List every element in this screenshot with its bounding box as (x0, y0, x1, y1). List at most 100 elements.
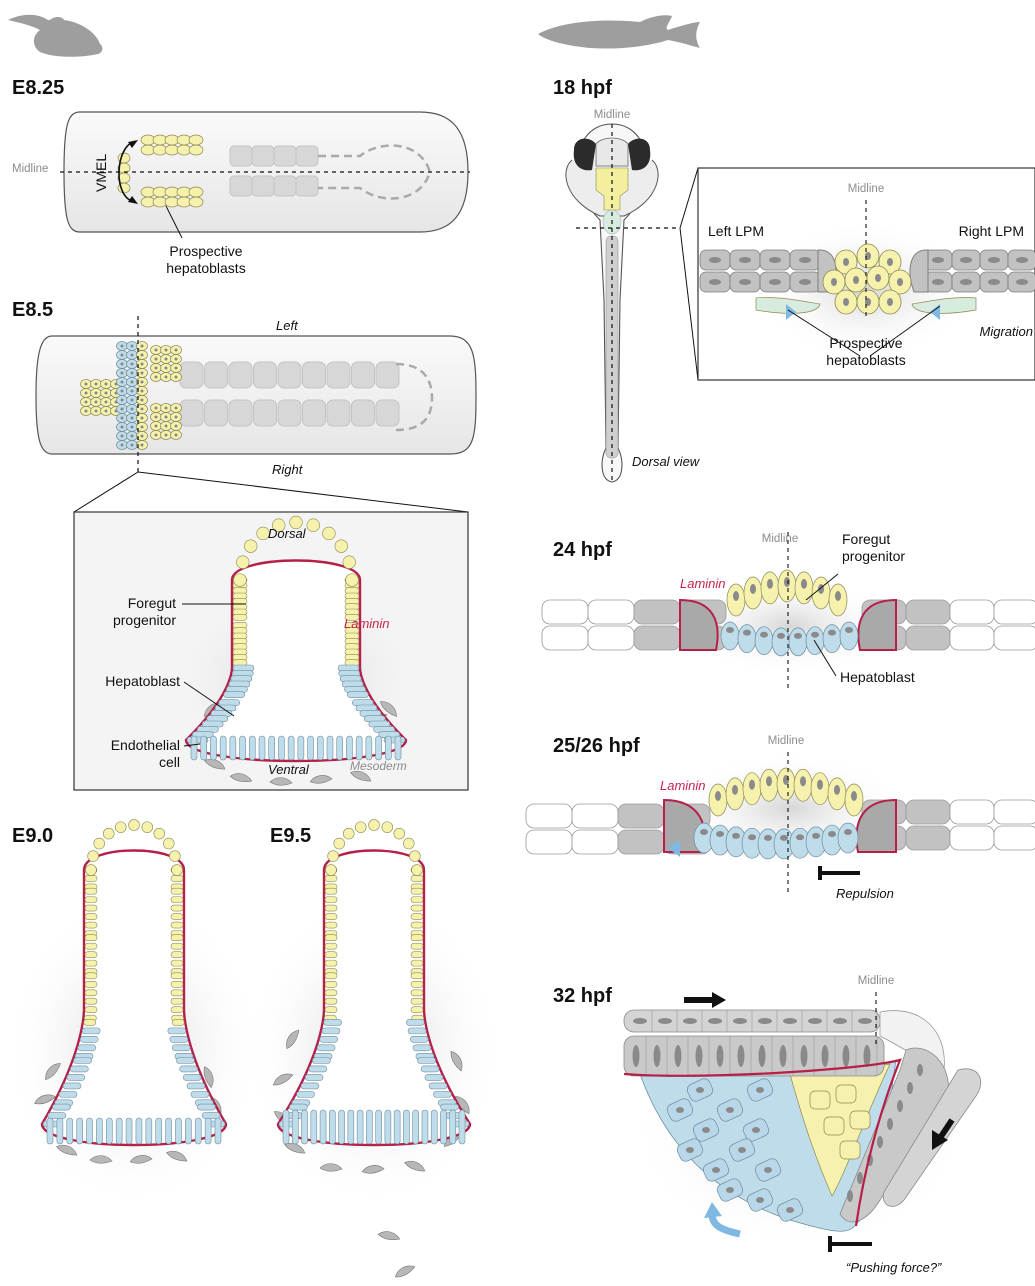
cell-nucleus (141, 417, 144, 420)
lpm-cell (542, 626, 588, 650)
floor-cell (413, 1110, 419, 1144)
somite (278, 400, 301, 426)
somite (229, 400, 252, 426)
wall-cell (176, 1058, 194, 1064)
wall-cell (320, 1036, 338, 1042)
lpm-nucleus (799, 257, 811, 263)
lpm-cell (906, 800, 950, 824)
wall-cell (413, 1045, 431, 1051)
cap-cell (94, 838, 105, 849)
floor-cell (77, 1118, 83, 1144)
floor-cell (210, 736, 216, 760)
floor-cell (302, 1110, 308, 1144)
wall-cell (85, 888, 97, 894)
floor-cell (67, 1118, 73, 1144)
floor-cell (385, 1110, 391, 1144)
floor-cell (339, 1110, 345, 1144)
wall-cell (411, 952, 423, 958)
h32-midline-label: Midline (858, 975, 894, 987)
stage-label-2526hpf: 25/26 hpf (553, 735, 640, 757)
lpm-nucleus (887, 1118, 893, 1130)
wall-cell (325, 888, 337, 894)
cell-nucleus (165, 376, 168, 379)
floor-cell (298, 736, 304, 760)
h18-zoom-line (680, 168, 698, 228)
lpm-cell (994, 800, 1035, 824)
cell-nucleus (175, 358, 178, 361)
somite (352, 362, 375, 388)
wall-cell (85, 943, 97, 949)
cell-nucleus (121, 345, 124, 348)
h32-diagram (624, 992, 981, 1252)
cap-cell (328, 851, 339, 862)
liver-nucleus (786, 1207, 794, 1213)
liver-nucleus (752, 1127, 760, 1133)
wall-cell (82, 1028, 100, 1034)
lpm-cell (634, 600, 680, 624)
floor-cell (366, 736, 372, 760)
cell-nucleus (175, 425, 178, 428)
floor-cell (116, 1118, 122, 1144)
cap-cell (142, 822, 153, 833)
foregut-cell (810, 1091, 830, 1109)
wall-cell (85, 897, 97, 903)
wall-cell (171, 1007, 183, 1013)
wall-cell (67, 1074, 85, 1080)
h32-pushing-label: “Pushing force?” (846, 1260, 942, 1275)
cell-nucleus (141, 381, 144, 384)
wall-cell (325, 875, 337, 881)
wall-cell (325, 943, 337, 949)
floor-cell (106, 1118, 112, 1144)
foregut-nucleus (715, 791, 721, 801)
lpm-nucleus (696, 1045, 703, 1067)
lpm-nucleus (739, 279, 751, 285)
wall-cell (325, 1007, 337, 1013)
cell-nucleus (121, 381, 124, 384)
cap-cell (343, 828, 354, 839)
cell-nucleus (155, 367, 158, 370)
wall-cell (411, 990, 423, 996)
e85-embryo (36, 316, 476, 472)
h18-dorsal-view-label: Dorsal view (632, 454, 701, 469)
cap-cell (86, 865, 97, 876)
somite (303, 400, 326, 426)
wall-cell (48, 1113, 66, 1119)
cap-cell (129, 820, 140, 831)
hepatoblast-cell (721, 622, 739, 650)
wall-cell (197, 1104, 215, 1110)
cell-nucleus (175, 407, 178, 410)
wall-cell (322, 1028, 340, 1034)
cell-nucleus (141, 399, 144, 402)
e85-right-label: Right (272, 462, 304, 477)
floor-cell (47, 1118, 53, 1144)
wall-cell (168, 1028, 186, 1034)
floor-cell (215, 1118, 221, 1144)
hepatoblast-cell (755, 627, 773, 655)
cell-nucleus (155, 358, 158, 361)
h2526-laminin-label: Laminin (660, 778, 706, 793)
cell-nucleus (165, 425, 168, 428)
wall-cell (289, 1104, 307, 1110)
cell-nucleus (131, 363, 134, 366)
lpm-nucleus (780, 1045, 787, 1067)
wall-cell (301, 1083, 319, 1089)
foregut-nucleus (750, 584, 756, 594)
wall-cell (411, 905, 423, 911)
wall-cell (70, 1066, 88, 1072)
cell-nucleus (121, 435, 124, 438)
h2526-diagram (526, 752, 1035, 896)
inset-dorsal-label: Dorsal (268, 526, 307, 541)
cell-nucleus (155, 407, 158, 410)
hepatoblast-nucleus (700, 829, 708, 835)
lpm-cell (994, 626, 1035, 650)
floor-cell (166, 1118, 172, 1144)
cell-nucleus (131, 372, 134, 375)
h24-foregut-label: Foregutprogenitor (842, 531, 905, 564)
wall-cell (171, 960, 183, 966)
foregut-nucleus (800, 776, 806, 786)
cell-nucleus (155, 376, 158, 379)
wall-cell (80, 1036, 98, 1042)
lpm-nucleus (675, 1045, 682, 1067)
liver-nucleus (756, 1087, 764, 1093)
e85-zoom-line (138, 472, 468, 512)
